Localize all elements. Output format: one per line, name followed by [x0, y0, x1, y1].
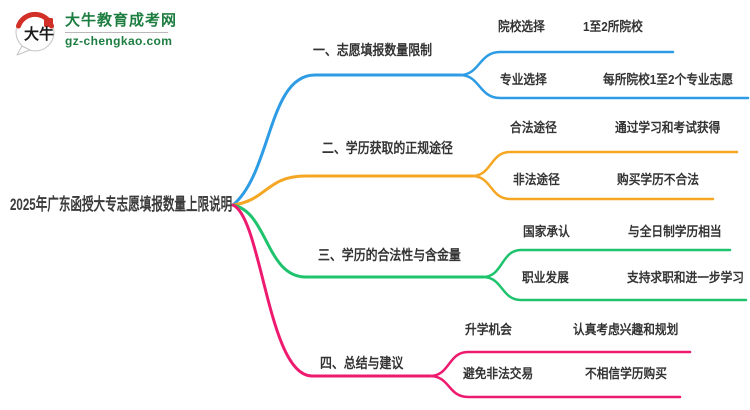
logo-site-name: 大牛教育成考网 [65, 12, 178, 29]
branch-1-child-1-value: 1至2所院校 [583, 19, 643, 34]
branch-3-child-1-curve [481, 248, 732, 279]
branch-4-child-2-value: 不相信学历购买 [585, 366, 667, 381]
branch-4-child-1-label: 升学机会 [465, 322, 512, 337]
logo-bull-icon: 大牛 [15, 11, 55, 56]
branch-2-child-2-value: 购买学历不合法 [617, 172, 699, 187]
branch-3-child-2-value: 支持求职和进一步学习 [627, 270, 745, 285]
branch-3-label: 三、学历的合法性与含金量 [318, 247, 461, 263]
branch-2-child-2-label: 非法途径 [513, 172, 560, 187]
branch-4-curve [231, 203, 432, 378]
branch-2-child-1-label: 合法途径 [510, 120, 557, 135]
branch-4-child-2-label: 避免非法交易 [463, 366, 534, 381]
branch-4-label: 四、总结与建议 [320, 355, 404, 371]
branch-1-child-2-value: 每所院校1至2个专业志愿 [603, 72, 734, 87]
branch-1-child-1-curve [458, 50, 675, 77]
branch-1-curve [231, 73, 462, 207]
branch-4-child-2-curve [428, 374, 682, 399]
branch-3-curve [231, 203, 485, 279]
branch-1-child-2-curve [458, 73, 750, 100]
mindmap-root-title: 2025年广东函授大专志愿填报数量上限说明 [10, 195, 233, 214]
branch-2-label: 二、学历获取的正规途径 [322, 140, 453, 156]
branch-4-child-1-value: 认真考虑兴趣和规划 [573, 322, 679, 337]
branch-1-label: 一、志愿填报数量限制 [313, 42, 432, 58]
branch-2-child-1-value: 通过学习和考试获得 [615, 120, 721, 135]
branch-2-child-2-curve [470, 174, 715, 201]
branch-3-child-1-value: 与全日制学历相当 [628, 224, 722, 239]
branch-1-child-2-label: 专业选择 [500, 72, 547, 87]
logo-site-url: gz-chengkao.com [65, 34, 173, 48]
branch-4-child-1-curve [428, 350, 692, 378]
branch-2-child-1-curve [470, 150, 739, 178]
branch-1-child-1-label: 院校选择 [498, 19, 545, 34]
branch-3-child-1-label: 国家承认 [523, 224, 570, 239]
logo-divider [65, 32, 168, 33]
site-logo[interactable]: 大牛 大牛教育成考网 gz-chengkao.com [12, 8, 222, 60]
branch-2-curve [231, 174, 474, 207]
logo-bull-characters: 大牛 [24, 25, 54, 43]
branch-3-child-2-curve [481, 275, 748, 302]
branch-3-child-2-label: 职业发展 [522, 270, 569, 285]
